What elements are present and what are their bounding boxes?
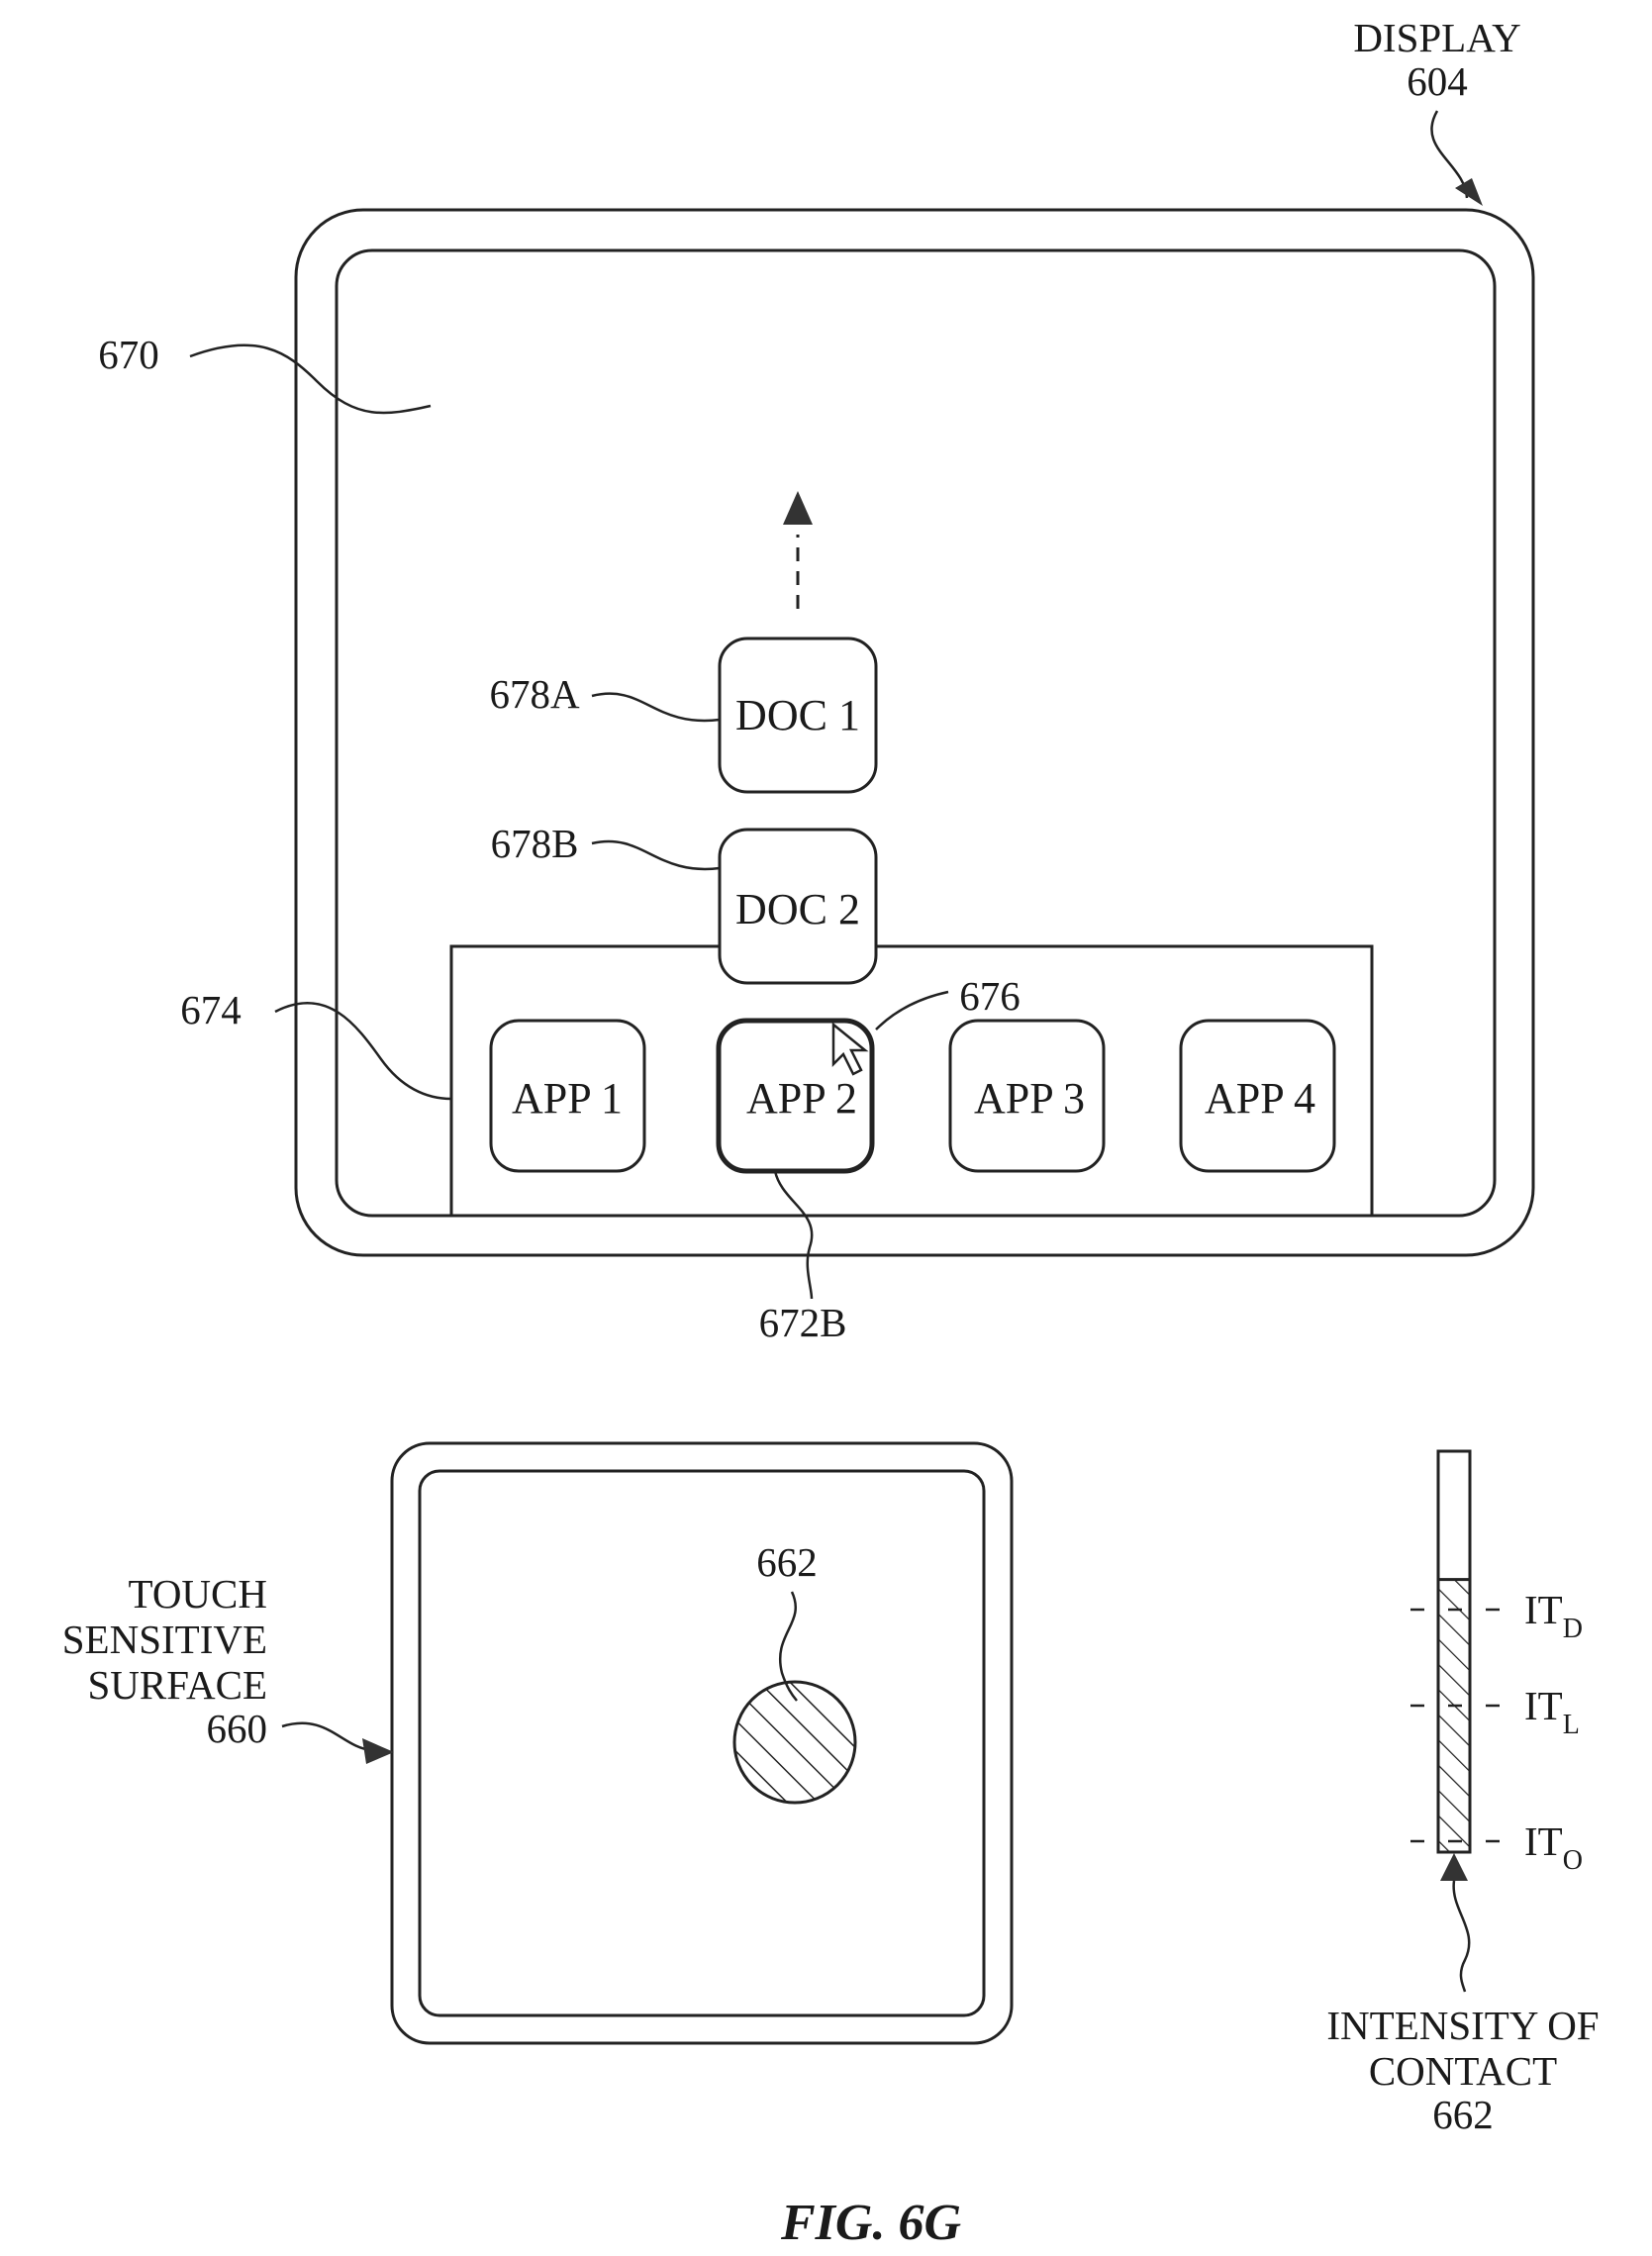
intensity-label-line1: INTENSITY OF — [1326, 2003, 1599, 2048]
doc2-ref: 678B — [491, 821, 579, 866]
touch-surface-outer — [392, 1443, 1012, 2043]
dock-ref: 674 — [180, 987, 242, 1032]
ui-ref-670: 670 — [98, 332, 159, 377]
doc1-label: DOC 1 — [735, 691, 860, 739]
intensity-ref: 662 — [1432, 2092, 1494, 2137]
intensity-label-line2: CONTACT — [1369, 2048, 1557, 2094]
display-frame-inner — [337, 250, 1495, 1216]
doc1-leader — [592, 694, 720, 721]
touch-label-line2: SENSITIVE — [62, 1617, 267, 1662]
touch-leader — [282, 1723, 371, 1750]
touch-surface-inner — [420, 1471, 984, 2015]
display-frame-outer — [296, 210, 1533, 1255]
threshold-label-d: ITD — [1524, 1587, 1583, 1644]
display-label: DISPLAY — [1353, 15, 1520, 60]
app3-label: APP 3 — [974, 1074, 1085, 1123]
doc2-leader — [592, 841, 720, 869]
doc1-ref: 678A — [489, 671, 580, 717]
cursor-ref: 676 — [959, 973, 1020, 1019]
figure-caption: FIG. 6G — [780, 2195, 961, 2251]
cursor-leader — [876, 992, 948, 1030]
contact-point — [734, 1682, 855, 1803]
pointer-cursor-icon — [833, 1025, 865, 1074]
intensity-leader — [1454, 1881, 1470, 1992]
app2-label: APP 2 — [746, 1074, 857, 1123]
dock-leader — [275, 1003, 451, 1099]
intensity-meter-fill — [1438, 1580, 1470, 1852]
threshold-label-l: ITL — [1524, 1683, 1580, 1740]
touch-arrowhead — [362, 1738, 394, 1764]
app1-label: APP 1 — [512, 1074, 623, 1123]
selected-ref: 672B — [759, 1300, 847, 1345]
app4-label: APP 4 — [1205, 1074, 1315, 1123]
display-ref: 604 — [1407, 58, 1468, 104]
touch-label-line1: TOUCH — [129, 1571, 267, 1617]
ui-leader — [190, 345, 431, 413]
doc2-label: DOC 2 — [735, 885, 860, 933]
drag-direction-arrowhead — [783, 491, 813, 525]
contact-ref: 662 — [756, 1539, 818, 1585]
display-arrowhead — [1455, 178, 1483, 206]
touch-ref: 660 — [207, 1706, 268, 1751]
intensity-arrowhead — [1440, 1853, 1468, 1881]
selected-leader — [775, 1171, 812, 1299]
touch-label-line3: SURFACE — [87, 1662, 267, 1708]
threshold-label-o: ITO — [1524, 1818, 1583, 1876]
